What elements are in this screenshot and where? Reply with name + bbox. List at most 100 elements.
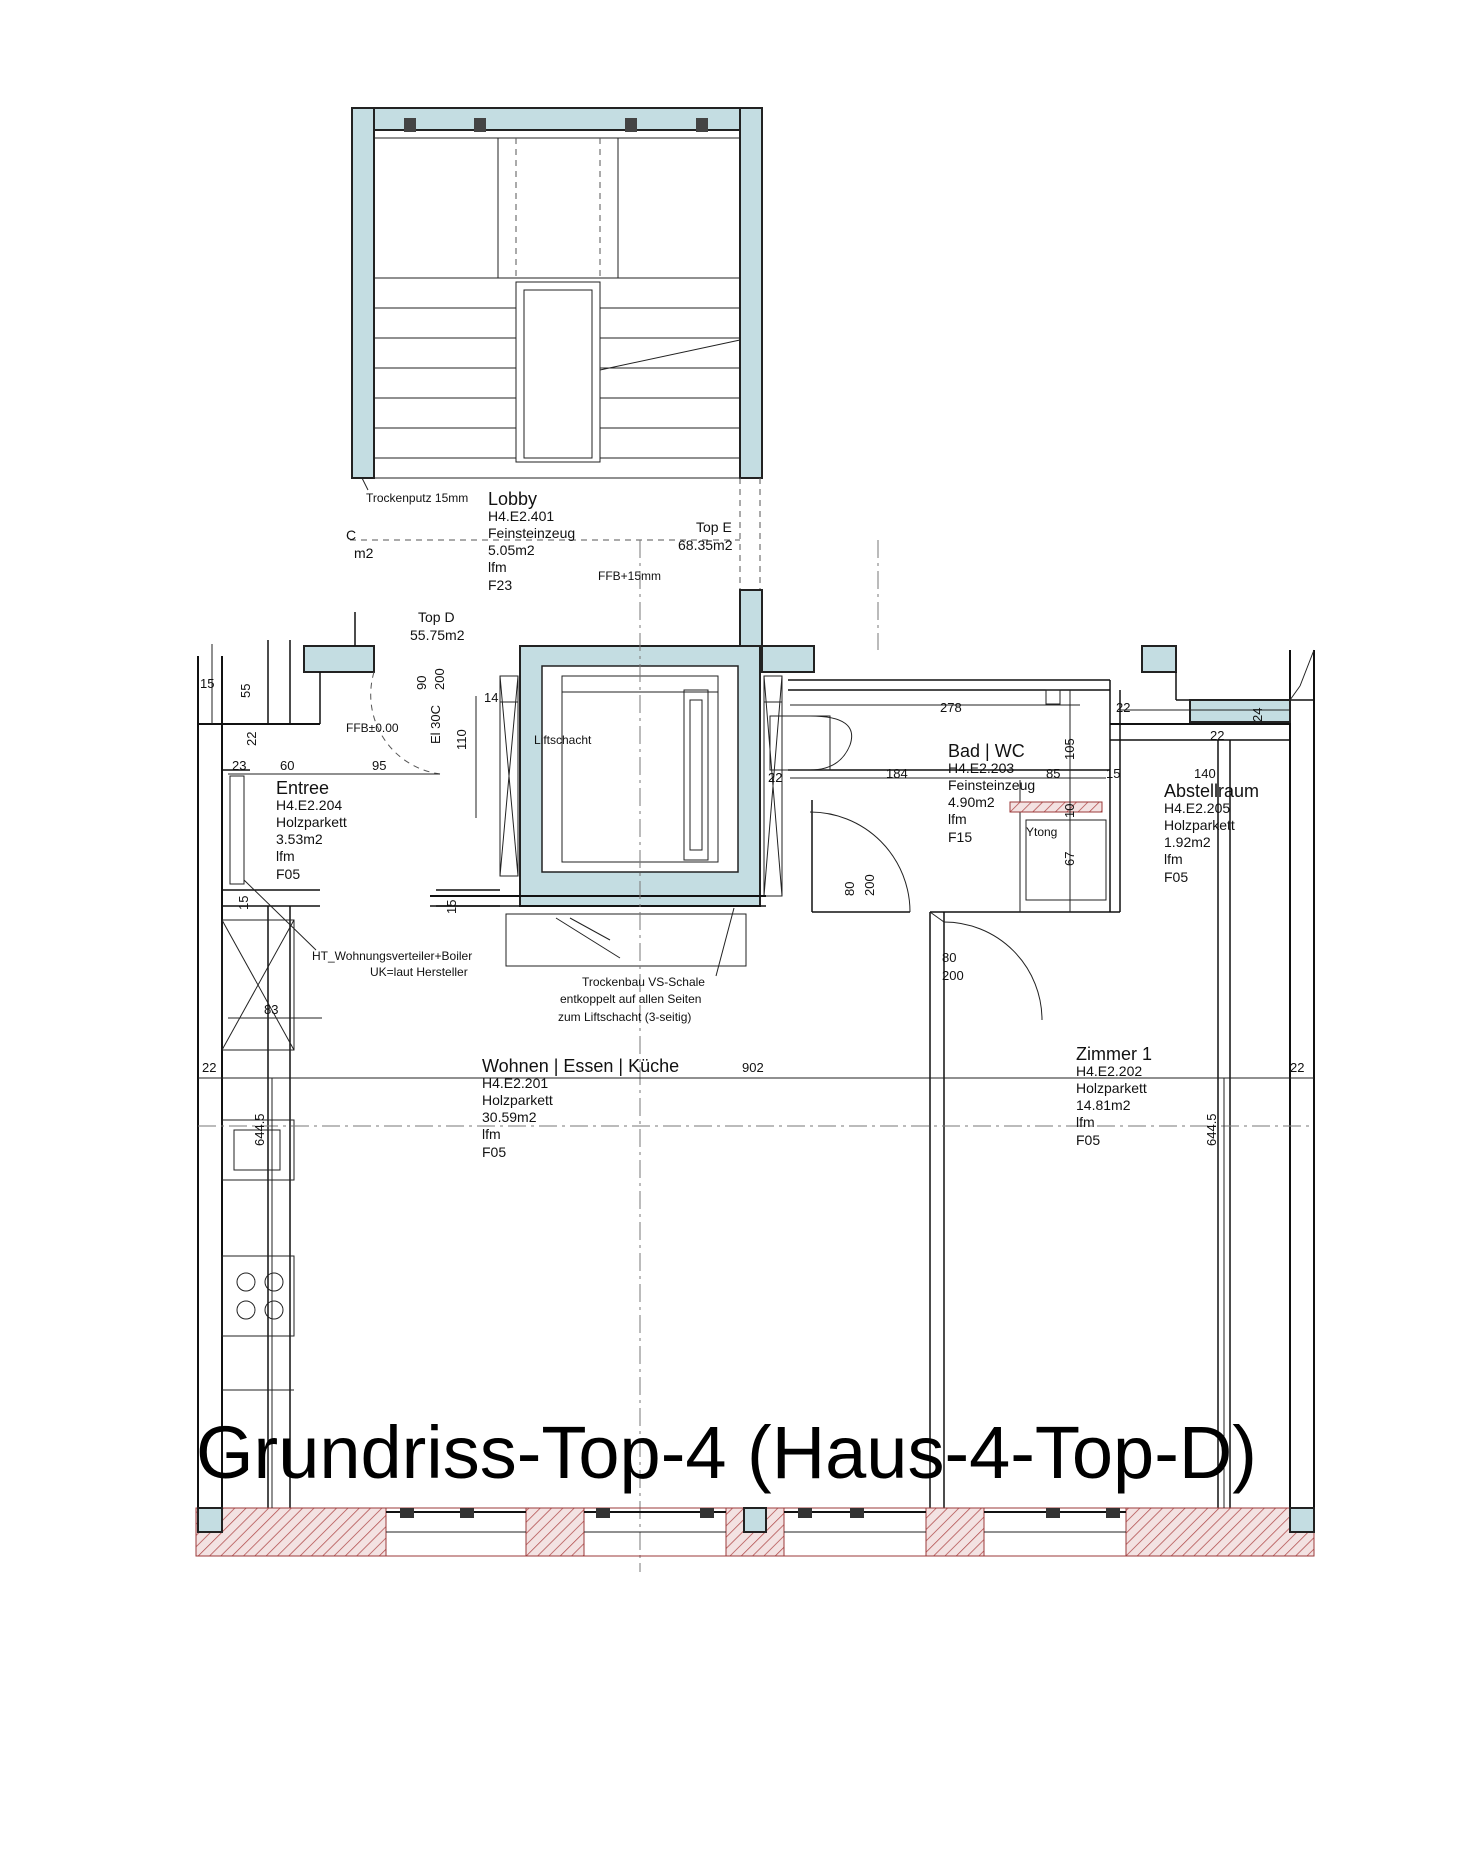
svg-text:Wohnen | Essen | Küche: Wohnen | Essen | Küche bbox=[482, 1056, 679, 1076]
svg-text:lfm: lfm bbox=[1076, 1114, 1095, 1130]
svg-text:Holzparkett: Holzparkett bbox=[482, 1092, 553, 1108]
svg-text:4.90m2: 4.90m2 bbox=[948, 794, 995, 810]
svg-text:22: 22 bbox=[244, 732, 259, 746]
svg-text:lfm: lfm bbox=[948, 811, 967, 827]
svg-text:15: 15 bbox=[444, 900, 459, 914]
south-facade bbox=[195, 1507, 1315, 1557]
svg-text:22: 22 bbox=[1116, 700, 1130, 715]
room-zimmer-1: Zimmer 1 H4.E2.202 Holzparkett 14.81m2 l… bbox=[1076, 1044, 1152, 1148]
svg-text:Liftschacht: Liftschacht bbox=[534, 733, 592, 747]
plan-title: Grundriss-Top-4 (Haus-4-Top-D) bbox=[196, 1411, 1257, 1494]
svg-text:zum Liftschacht (3-seitig): zum Liftschacht (3-seitig) bbox=[558, 1010, 691, 1024]
svg-text:14: 14 bbox=[484, 690, 498, 705]
svg-text:Holzparkett: Holzparkett bbox=[1076, 1080, 1147, 1096]
svg-text:F05: F05 bbox=[482, 1144, 506, 1160]
svg-text:C: C bbox=[346, 527, 356, 543]
svg-text:90: 90 bbox=[414, 676, 429, 690]
svg-text:14.81m2: 14.81m2 bbox=[1076, 1097, 1131, 1113]
svg-text:200: 200 bbox=[862, 874, 877, 896]
dimension-lines bbox=[198, 644, 1314, 1508]
svg-text:83: 83 bbox=[264, 1002, 278, 1017]
svg-text:68.35m2: 68.35m2 bbox=[678, 537, 733, 553]
svg-text:Trockenbau VS-Schale: Trockenbau VS-Schale bbox=[582, 975, 705, 989]
svg-text:m2: m2 bbox=[354, 545, 374, 561]
svg-text:UK=laut Hersteller: UK=laut Hersteller bbox=[370, 965, 468, 979]
svg-text:F15: F15 bbox=[948, 829, 972, 845]
svg-text:lfm: lfm bbox=[482, 1126, 501, 1142]
svg-text:Zimmer 1: Zimmer 1 bbox=[1076, 1044, 1152, 1064]
svg-text:67: 67 bbox=[1062, 852, 1077, 866]
svg-text:23: 23 bbox=[232, 758, 246, 773]
svg-text:55: 55 bbox=[238, 684, 253, 698]
svg-text:1.92m2: 1.92m2 bbox=[1164, 834, 1211, 850]
svg-text:110: 110 bbox=[454, 729, 469, 750]
svg-text:H4.E2.401: H4.E2.401 bbox=[488, 508, 554, 524]
svg-text:Holzparkett: Holzparkett bbox=[276, 814, 347, 830]
svg-text:30.59m2: 30.59m2 bbox=[482, 1109, 537, 1125]
svg-text:lfm: lfm bbox=[488, 559, 507, 575]
svg-text:200: 200 bbox=[942, 968, 964, 983]
svg-text:15: 15 bbox=[1106, 766, 1120, 781]
svg-text:F05: F05 bbox=[1164, 869, 1188, 885]
svg-text:15: 15 bbox=[200, 676, 214, 691]
svg-text:22: 22 bbox=[202, 1060, 216, 1075]
room-bad-wc: Bad | WC H4.E2.203 Feinsteinzeug 4.90m2 … bbox=[948, 741, 1035, 845]
svg-text:60: 60 bbox=[280, 758, 294, 773]
svg-text:Top E: Top E bbox=[696, 519, 732, 535]
svg-text:95: 95 bbox=[372, 758, 386, 773]
svg-text:HT_Wohnungsverteiler+Boiler: HT_Wohnungsverteiler+Boiler bbox=[312, 949, 472, 963]
svg-text:278: 278 bbox=[940, 700, 962, 715]
svg-text:644.5: 644.5 bbox=[1204, 1113, 1219, 1146]
svg-text:F05: F05 bbox=[1076, 1132, 1100, 1148]
svg-text:Top D: Top D bbox=[418, 609, 455, 625]
room-lobby: Lobby H4.E2.401 Feinsteinzeug 5.05m2 lfm… bbox=[488, 489, 575, 593]
svg-text:F23: F23 bbox=[488, 577, 512, 593]
svg-text:5.05m2: 5.05m2 bbox=[488, 542, 535, 558]
svg-text:lfm: lfm bbox=[276, 848, 295, 864]
svg-text:644.5: 644.5 bbox=[252, 1113, 267, 1146]
svg-text:H4.E2.202: H4.E2.202 bbox=[1076, 1063, 1142, 1079]
svg-text:FFB±0.00: FFB±0.00 bbox=[346, 721, 399, 735]
stairwell bbox=[351, 107, 763, 491]
kitchen-elements bbox=[221, 671, 441, 1391]
dimension-text: 15 55 22 23 60 95 90 200 110 14 15 278 2… bbox=[200, 668, 1304, 1146]
svg-text:H4.E2.203: H4.E2.203 bbox=[948, 760, 1014, 776]
lift-shaft bbox=[430, 645, 783, 967]
svg-text:22: 22 bbox=[1210, 728, 1224, 743]
apartment-walls bbox=[197, 612, 1315, 1512]
svg-text:85: 85 bbox=[1046, 766, 1060, 781]
room-entree: Entree H4.E2.204 Holzparkett 3.53m2 lfm … bbox=[276, 778, 347, 882]
svg-text:80: 80 bbox=[842, 882, 857, 896]
svg-text:3.53m2: 3.53m2 bbox=[276, 831, 323, 847]
svg-text:El 30C: El 30C bbox=[428, 705, 443, 744]
svg-text:22: 22 bbox=[768, 770, 782, 785]
svg-text:15: 15 bbox=[236, 896, 251, 910]
room-abstellraum: Abstellraum H4.E2.205 Holzparkett 1.92m2… bbox=[1164, 781, 1259, 885]
svg-text:200: 200 bbox=[432, 668, 447, 690]
svg-text:902: 902 bbox=[742, 1060, 764, 1075]
svg-text:10: 10 bbox=[1062, 804, 1077, 818]
svg-text:Trockenputz 15mm: Trockenputz 15mm bbox=[366, 491, 468, 505]
svg-text:H4.E2.201: H4.E2.201 bbox=[482, 1075, 548, 1091]
svg-text:Abstellraum: Abstellraum bbox=[1164, 781, 1259, 801]
svg-text:F05: F05 bbox=[276, 866, 300, 882]
svg-text:entkoppelt auf allen Seiten: entkoppelt auf allen Seiten bbox=[560, 992, 701, 1006]
svg-text:105: 105 bbox=[1062, 738, 1077, 760]
svg-text:H4.E2.204: H4.E2.204 bbox=[276, 797, 342, 813]
svg-text:80: 80 bbox=[942, 950, 956, 965]
bath-block bbox=[769, 679, 1121, 913]
annotations: Trockenputz 15mm Top E 68.35m2 Top D 55.… bbox=[243, 491, 1057, 1024]
svg-text:lfm: lfm bbox=[1164, 851, 1183, 867]
svg-text:Ytong: Ytong bbox=[1026, 825, 1057, 839]
svg-text:Feinsteinzeug: Feinsteinzeug bbox=[488, 525, 575, 541]
svg-text:Holzparkett: Holzparkett bbox=[1164, 817, 1235, 833]
svg-text:22: 22 bbox=[1290, 1060, 1304, 1075]
room-wohnen-essen-kueche: Wohnen | Essen | Küche H4.E2.201 Holzpar… bbox=[482, 1056, 679, 1160]
svg-text:FFB+15mm: FFB+15mm bbox=[598, 569, 661, 583]
svg-text:Entree: Entree bbox=[276, 778, 329, 798]
svg-text:184: 184 bbox=[886, 766, 908, 781]
svg-text:Bad | WC: Bad | WC bbox=[948, 741, 1025, 761]
svg-text:140: 140 bbox=[1194, 766, 1216, 781]
svg-text:Lobby: Lobby bbox=[488, 489, 537, 509]
svg-text:H4.E2.205: H4.E2.205 bbox=[1164, 800, 1230, 816]
